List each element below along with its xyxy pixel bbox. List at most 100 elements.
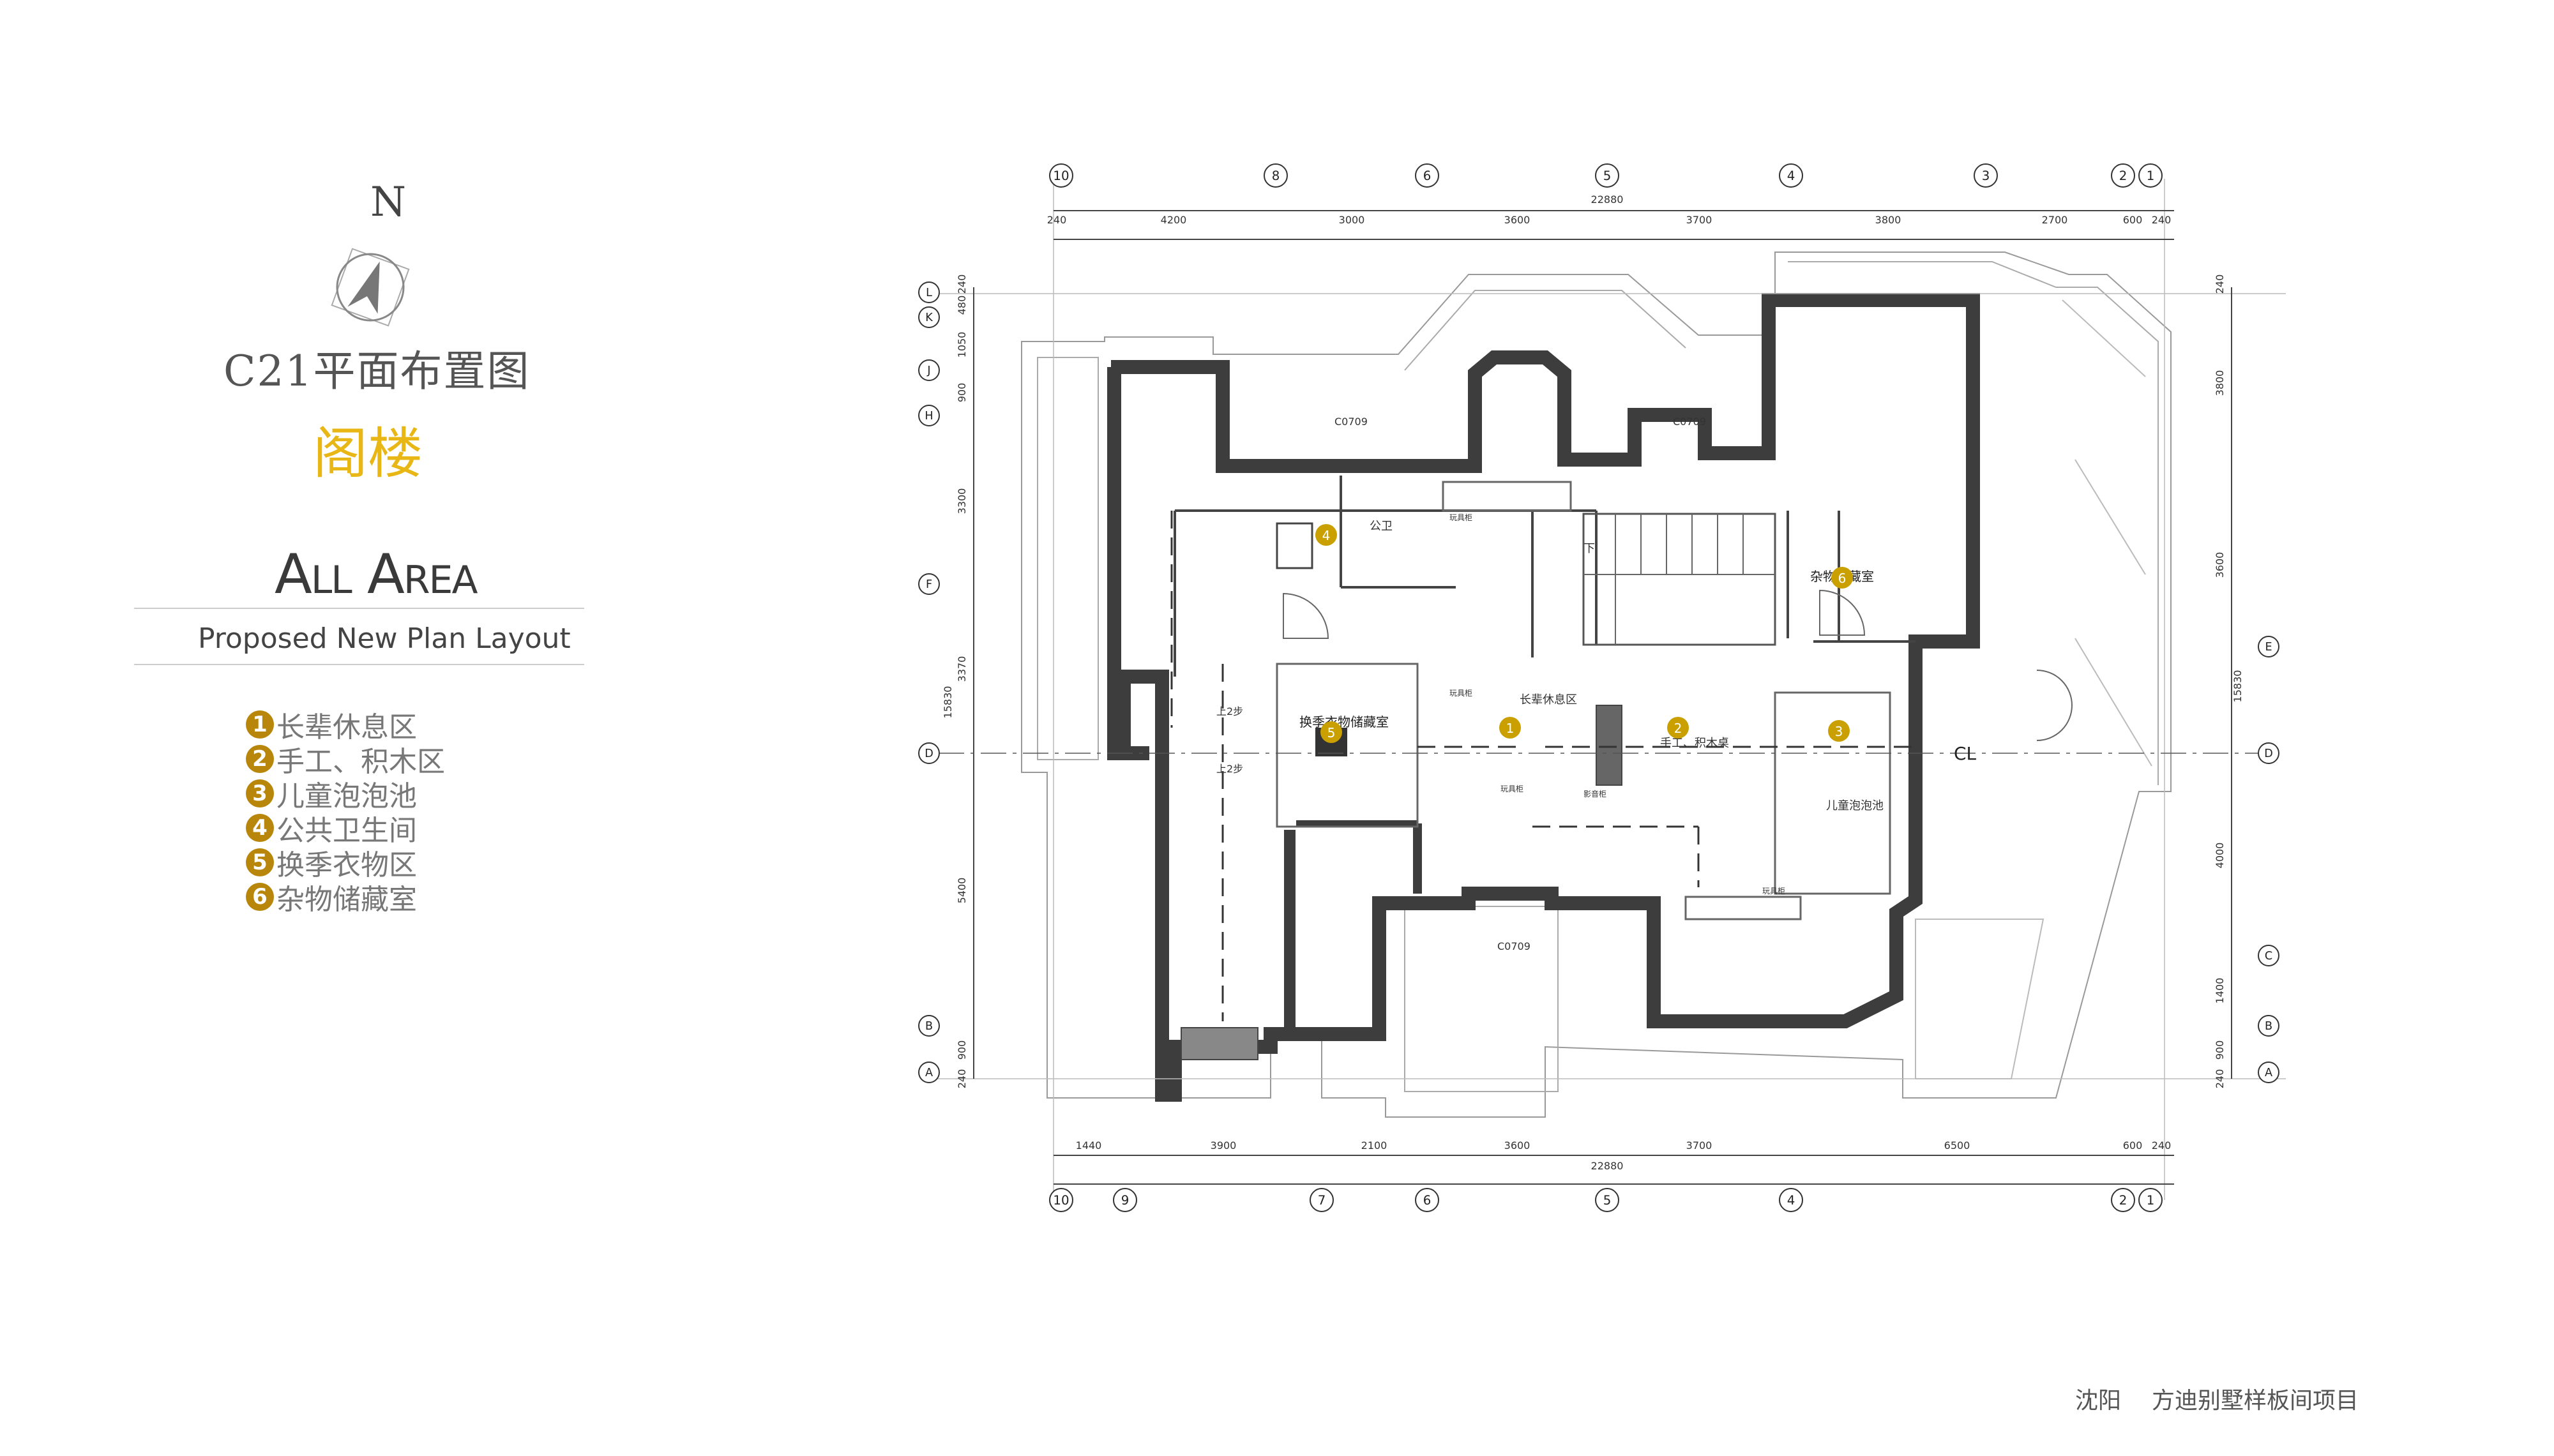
- compass-icon: [331, 248, 410, 327]
- dimension-label: 22880: [1591, 1160, 1624, 1172]
- dimension-label: 240: [2152, 1139, 2172, 1152]
- plan-title: C21平面布置图: [223, 347, 531, 396]
- dimension-label: 2700: [2042, 214, 2068, 226]
- axis-bubble: 7: [1310, 1188, 1334, 1212]
- dimension-label: 3800: [1875, 214, 1901, 226]
- dimension-label: 2100: [1361, 1139, 1387, 1152]
- dimension-label: 900: [2214, 1040, 2226, 1060]
- room-marker-6: 6: [1831, 567, 1853, 589]
- svg-text:K: K: [925, 311, 933, 324]
- room-marker-1: 1: [1499, 717, 1521, 739]
- dimension-label: 3370: [956, 656, 968, 682]
- svg-text:J: J: [926, 364, 930, 377]
- footer-project: 方迪别墅样板间项目: [2152, 1388, 2359, 1414]
- svg-text:A: A: [2265, 1067, 2272, 1079]
- svg-text:E: E: [2265, 641, 2272, 654]
- area-subtitle: Proposed New Plan Layout: [198, 622, 571, 655]
- area-title: All Area: [275, 543, 478, 606]
- axis-bubble: 3: [1974, 163, 1998, 188]
- svg-text:L: L: [926, 287, 932, 299]
- svg-text:D: D: [925, 747, 933, 760]
- axis-bubble: 1: [2138, 163, 2163, 188]
- room-label-craft: 手工、积木桌: [1660, 737, 1729, 750]
- svg-text:4: 4: [1322, 528, 1331, 543]
- axis-bubble: B: [2258, 1015, 2279, 1037]
- dimension-label: 22880: [1591, 193, 1624, 206]
- axis-bubble: F: [918, 573, 940, 595]
- legend-number-badge: 2: [246, 745, 274, 773]
- window-tag: C0709: [1334, 416, 1368, 428]
- legend-number-badge: 3: [246, 779, 274, 807]
- dimension-label: 5400: [956, 878, 968, 904]
- legend-label: 换季衣物区: [276, 849, 417, 882]
- dimension-label: 3800: [2214, 370, 2226, 396]
- legend-number-badge: 5: [246, 848, 274, 876]
- axis-bubble: 6: [1415, 163, 1439, 188]
- dimension-label: 1440: [1076, 1139, 1102, 1152]
- legend-label: 儿童泡泡池: [276, 780, 417, 813]
- axis-bubble: 4: [1779, 1188, 1803, 1212]
- svg-text:10: 10: [1053, 1193, 1069, 1208]
- dimension-label: 240: [956, 1069, 968, 1089]
- room-marker-5: 5: [1320, 721, 1342, 743]
- svg-text:2: 2: [1674, 721, 1682, 736]
- axis-bubble: 8: [1264, 163, 1288, 188]
- dimension-label: 240: [2214, 274, 2226, 294]
- dimension-label: 15830: [942, 686, 954, 719]
- dimension-label: 3600: [1504, 214, 1530, 226]
- svg-text:6: 6: [1838, 571, 1847, 586]
- north-label: N: [370, 179, 406, 226]
- axis-bubble: J: [918, 359, 940, 381]
- axis-bubble: 10: [1049, 163, 1073, 188]
- legend-number-badge: 4: [246, 814, 274, 842]
- dimension-label: 240: [2214, 1069, 2226, 1089]
- room-marker-4: 4: [1315, 524, 1337, 546]
- ramp-label: 上2步: [1216, 763, 1243, 775]
- fixture-label: 玩具柜: [1449, 689, 1472, 698]
- legend-label: 长辈休息区: [276, 711, 417, 744]
- svg-text:9: 9: [1121, 1193, 1130, 1208]
- axis-bubble: D: [918, 742, 940, 764]
- axis-bubble: 1: [2138, 1188, 2163, 1212]
- dimension-label: 3700: [1686, 214, 1712, 226]
- window-tag: C0709: [1497, 940, 1530, 952]
- fixture-label: 玩具柜: [1500, 784, 1523, 793]
- dimension-label: 480: [956, 296, 968, 315]
- svg-text:5: 5: [1603, 169, 1612, 183]
- svg-text:4: 4: [1787, 1193, 1795, 1208]
- dimension-label: 3900: [1211, 1139, 1237, 1152]
- dimension-label: 3300: [956, 488, 968, 514]
- plan-linework: [932, 179, 2286, 1200]
- svg-text:A: A: [925, 1067, 933, 1079]
- axis-bubble: 2: [2111, 163, 2135, 188]
- svg-text:5: 5: [1327, 725, 1336, 740]
- svg-text:2: 2: [2119, 1193, 2127, 1208]
- svg-text:3: 3: [1982, 169, 1990, 183]
- legend-label: 公共卫生间: [276, 814, 417, 847]
- dimension-label: 900: [956, 1040, 968, 1060]
- svg-text:7: 7: [1318, 1193, 1326, 1208]
- axis-bubble: C: [2258, 945, 2279, 966]
- dimension-label: 3700: [1686, 1139, 1712, 1152]
- dimension-label: 240: [956, 274, 968, 294]
- svg-text:1: 1: [2147, 1193, 2155, 1208]
- svg-text:B: B: [925, 1020, 933, 1033]
- svg-text:1: 1: [1506, 721, 1515, 736]
- svg-text:1: 1: [2147, 169, 2155, 183]
- svg-text:10: 10: [1053, 169, 1069, 183]
- room-marker-3: 3: [1828, 720, 1850, 742]
- axis-bubble: A: [2258, 1062, 2279, 1083]
- axis-bubble: B: [918, 1015, 940, 1037]
- dimension-label: 1050: [956, 332, 968, 358]
- dimension-label: 4200: [1161, 214, 1187, 226]
- room-marker-2: 2: [1667, 717, 1689, 739]
- axis-bubble: A: [918, 1062, 940, 1083]
